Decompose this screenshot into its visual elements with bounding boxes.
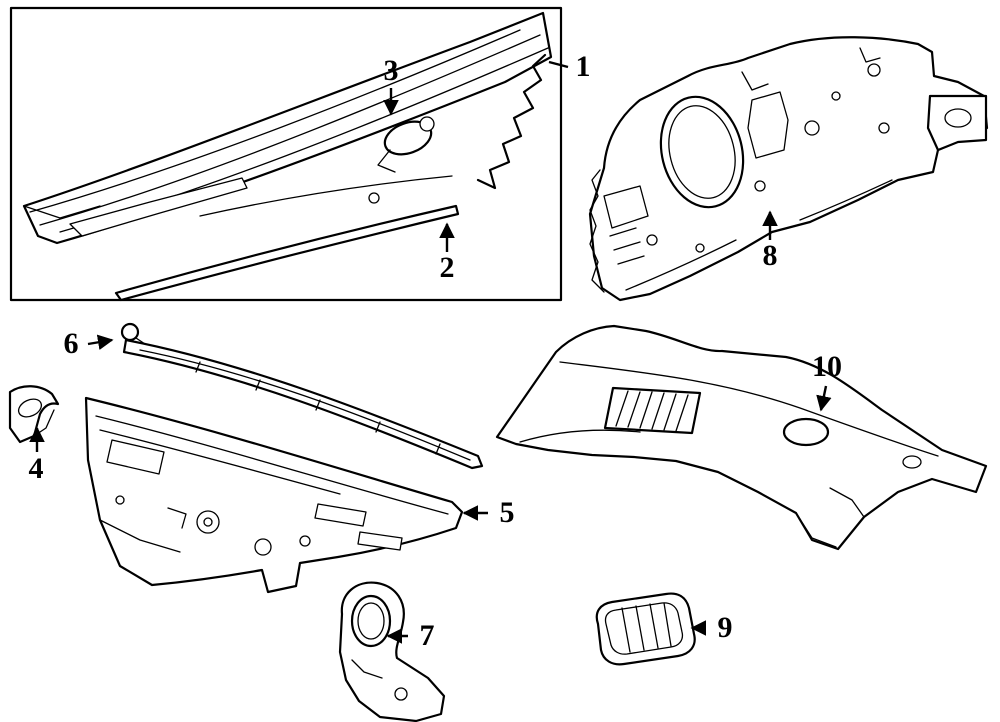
callout-label-3: 3: [383, 54, 399, 87]
cowl-reinforcement-strip: [122, 338, 484, 470]
callout-arrow-10: [816, 385, 832, 412]
callout-arrows: [29, 60, 832, 644]
callout-arrow-6: [87, 334, 114, 351]
part-4-bracket: [8, 385, 60, 444]
callout-label-7: 7: [419, 619, 435, 652]
callout-label-5: 5: [499, 496, 515, 529]
part-8-dash-panel: [588, 36, 989, 302]
part-5-cowl-panel: [84, 396, 464, 594]
callout-label-2: 2: [439, 251, 455, 284]
part-2-weatherstrip: [114, 204, 460, 302]
part-10-insulator: [495, 324, 988, 551]
callout-label-9: 9: [717, 611, 733, 644]
part-7-panel: [338, 581, 446, 722]
callout-leader-1: [548, 60, 569, 69]
callout-label-10: 10: [812, 350, 842, 383]
callout-label-8: 8: [762, 239, 778, 272]
callout-label-1: 1: [575, 50, 591, 83]
callout-label-6: 6: [63, 327, 79, 360]
part-9-vent-grille: [595, 592, 696, 666]
callout-label-4: 4: [28, 452, 44, 485]
